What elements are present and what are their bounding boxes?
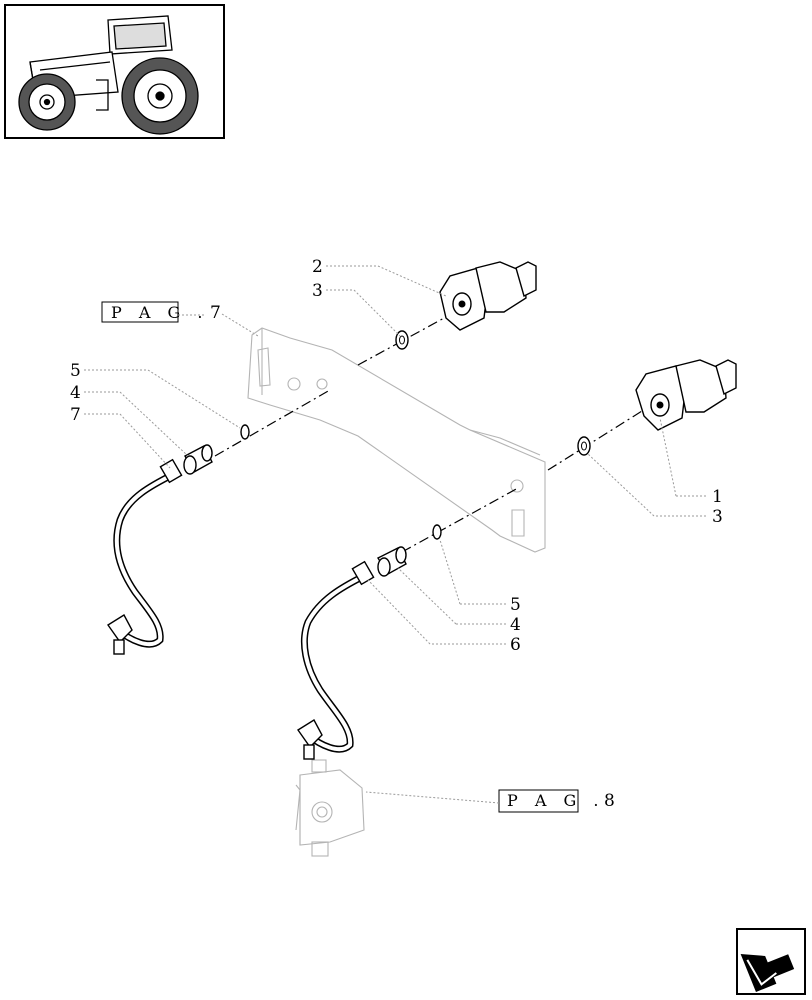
o-ring-bottom[interactable] [432,524,442,540]
callout-6: 6 [510,635,521,655]
pressure-switch-right[interactable] [635,359,737,431]
page-reference-prefix: P A G . [111,303,208,322]
next-page-button[interactable] [736,928,806,995]
page-reference-prefix: P A G . [507,791,604,810]
page-reference-7[interactable]: P A G . 7 [101,301,259,337]
brake-pipe-left[interactable] [107,458,183,655]
adapter-fitting-left[interactable] [183,444,213,475]
callout-3: 3 [712,507,723,527]
assembly-axes [214,304,651,553]
callout-4: 4 [70,383,81,403]
brake-pipe-bottom[interactable] [297,560,375,760]
callout-3: 3 [312,281,323,301]
callout-leaders [84,265,706,645]
tractor-icon [18,15,199,135]
callout-1: 1 [712,487,723,507]
seal-washer-top[interactable] [395,330,409,350]
valve-block-ghost [295,759,365,857]
o-ring-left[interactable] [240,424,250,440]
page-reference-number: 7 [210,303,221,323]
seal-washer-right[interactable] [577,436,591,456]
adapter-fitting-bottom[interactable] [376,546,407,577]
page-reference-8[interactable]: P A G . 8 [365,789,615,813]
callout-7: 7 [70,405,81,425]
pressure-switch-top[interactable] [439,261,537,331]
callout-2: 2 [312,257,323,277]
callout-4: 4 [510,615,521,635]
next-page-arrow-icon [740,953,795,993]
mounting-bracket-ghost [247,327,546,553]
callout-5: 5 [510,595,521,615]
page-reference-number: 8 [604,791,615,811]
callout-5: 5 [70,361,81,381]
tractor-thumbnail [4,4,225,139]
